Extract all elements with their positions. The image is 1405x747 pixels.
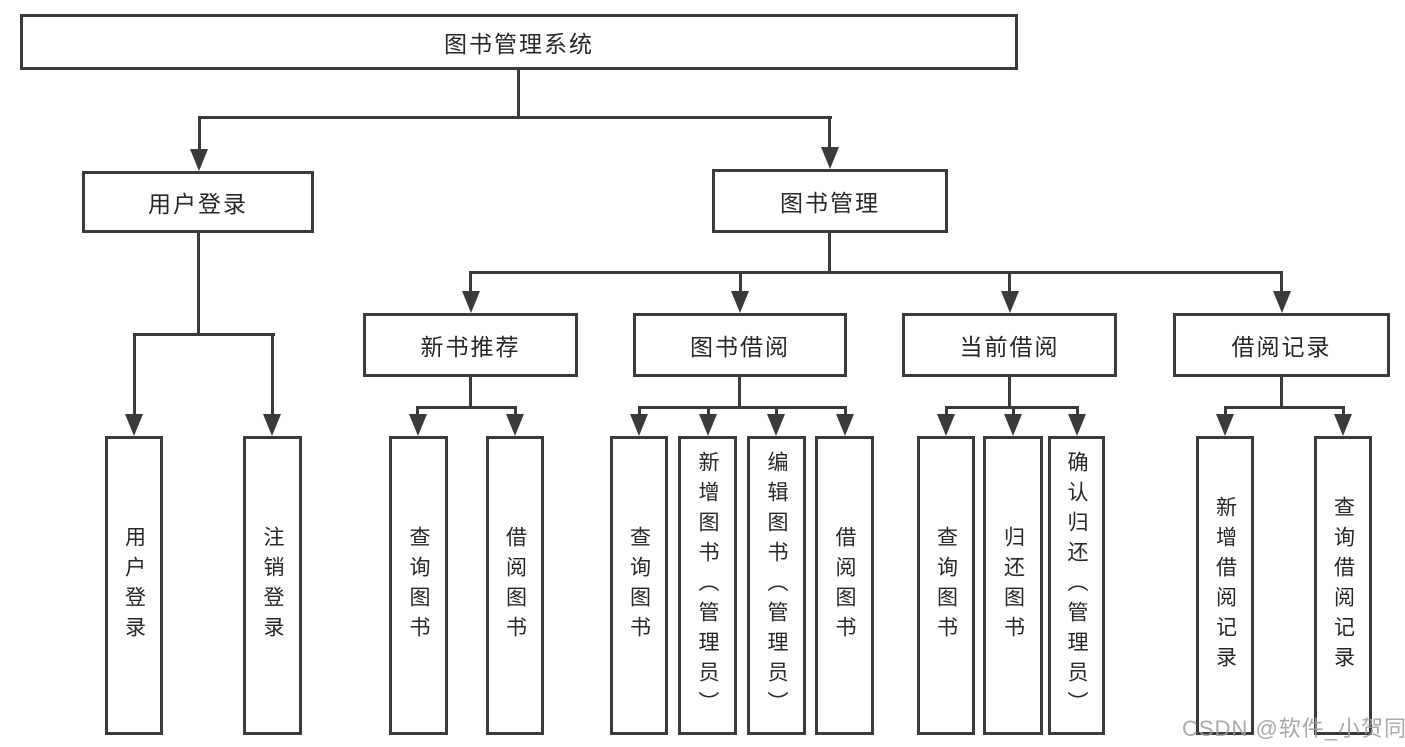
arrow-down-icon <box>190 149 208 171</box>
node-label: 查询借阅记录 <box>1331 495 1355 676</box>
arrow-down-icon <box>263 414 281 436</box>
arrow-down-icon <box>767 414 785 436</box>
connector-line-v <box>1224 406 1227 418</box>
connector-line-v <box>469 271 472 295</box>
node-label: 新书推荐 <box>420 334 521 360</box>
connector-line-h <box>1224 406 1345 409</box>
connector-line-v <box>1280 375 1283 408</box>
connector-line-v <box>707 406 710 418</box>
node-current-borrow: 当前借阅 <box>902 313 1117 377</box>
node-label: 查询图书 <box>407 525 430 646</box>
leaf-logout: 注销登录 <box>243 436 302 735</box>
node-label: 新增借阅记录 <box>1213 495 1237 676</box>
connector-line-v <box>1012 406 1015 418</box>
leaf-query-book-2: 查询图书 <box>610 436 668 735</box>
connector-line-v <box>828 116 831 152</box>
leaf-confirm-return-admin: 确认归还（管理员） <box>1048 436 1105 735</box>
connector-line-v <box>828 231 831 274</box>
connector-line-v <box>738 375 741 408</box>
leaf-query-book-3: 查询图书 <box>917 436 975 735</box>
leaf-query-book-1: 查询图书 <box>389 436 448 735</box>
node-label: 归还图书 <box>1001 525 1025 646</box>
arrow-down-icon <box>1334 414 1352 436</box>
arrow-down-icon <box>699 414 717 436</box>
node-label: 借阅图书 <box>833 525 856 646</box>
connector-line-h <box>416 406 517 409</box>
leaf-add-book-admin: 新增图书（管理员） <box>678 436 737 735</box>
node-user-login: 用户登录 <box>82 171 314 233</box>
arrow-down-icon <box>125 414 143 436</box>
connector-line-h <box>198 116 832 119</box>
node-book-management: 图书管理 <box>712 169 948 233</box>
connector-line-v <box>1076 406 1079 418</box>
arrow-down-icon <box>1004 414 1022 436</box>
connector-line-v <box>416 406 419 418</box>
node-label: 用户登录 <box>122 525 146 646</box>
node-label: 借阅记录 <box>1231 334 1332 360</box>
connector-line-v <box>133 333 136 418</box>
connector-line-v <box>775 406 778 418</box>
connector-line-v <box>1008 271 1011 295</box>
node-label: 新增图书（管理员） <box>696 450 719 721</box>
arrow-down-icon <box>836 414 854 436</box>
arrow-down-icon <box>462 291 480 313</box>
leaf-borrow-book-1: 借阅图书 <box>486 436 544 735</box>
node-label: 图书管理系统 <box>444 31 594 57</box>
node-borrow-record: 借阅记录 <box>1173 313 1390 377</box>
leaf-return-book: 归还图书 <box>983 436 1043 735</box>
arrow-down-icon <box>1216 414 1234 436</box>
node-label: 注销登录 <box>261 525 284 646</box>
node-label: 借阅图书 <box>503 525 527 646</box>
node-new-book-recommend: 新书推荐 <box>363 313 578 377</box>
arrow-down-icon <box>821 147 839 169</box>
connector-line-v <box>1280 271 1283 295</box>
watermark-text: CSDN @软件_小贺同学 <box>1182 716 1405 741</box>
connector-line-h <box>469 271 1283 274</box>
leaf-add-borrow-record: 新增借阅记录 <box>1196 436 1254 735</box>
node-label: 编辑图书（管理员） <box>765 450 788 721</box>
node-label: 图书借阅 <box>690 334 790 360</box>
leaf-query-borrow-record: 查询借阅记录 <box>1314 436 1372 735</box>
connector-line-v <box>739 271 742 295</box>
connector-line-v <box>198 116 201 154</box>
node-root: 图书管理系统 <box>20 14 1018 70</box>
leaf-borrow-book-2: 借阅图书 <box>815 436 874 735</box>
connector-line-v <box>271 333 274 418</box>
connector-line-v <box>844 406 847 418</box>
node-label: 确认归还（管理员） <box>1065 450 1088 721</box>
node-label: 查询图书 <box>934 525 958 646</box>
node-label: 查询图书 <box>627 525 651 646</box>
arrow-down-icon <box>731 291 749 313</box>
arrow-down-icon <box>1001 291 1019 313</box>
arrow-down-icon <box>1068 414 1086 436</box>
connector-line-v <box>945 406 948 418</box>
node-label: 图书管理 <box>780 190 880 216</box>
connector-line-v <box>1342 406 1345 418</box>
connector-line-h <box>133 333 275 336</box>
connector-line-v <box>197 231 200 335</box>
connector-line-h <box>638 406 847 409</box>
connector-line-v <box>1008 375 1011 408</box>
arrow-down-icon <box>1273 291 1291 313</box>
node-book-borrow: 图书借阅 <box>633 313 847 377</box>
arrow-down-icon <box>409 414 427 436</box>
arrow-down-icon <box>937 414 955 436</box>
leaf-user-login: 用户登录 <box>105 436 163 735</box>
connector-line-v <box>638 406 641 418</box>
connector-line-v <box>514 406 517 418</box>
arrow-down-icon <box>630 414 648 436</box>
node-label: 当前借阅 <box>959 334 1060 360</box>
connector-line-v <box>469 375 472 408</box>
node-label: 用户登录 <box>148 191 248 217</box>
leaf-edit-book-admin: 编辑图书（管理员） <box>747 436 806 735</box>
connector-line-v <box>517 68 520 118</box>
arrow-down-icon <box>506 414 524 436</box>
